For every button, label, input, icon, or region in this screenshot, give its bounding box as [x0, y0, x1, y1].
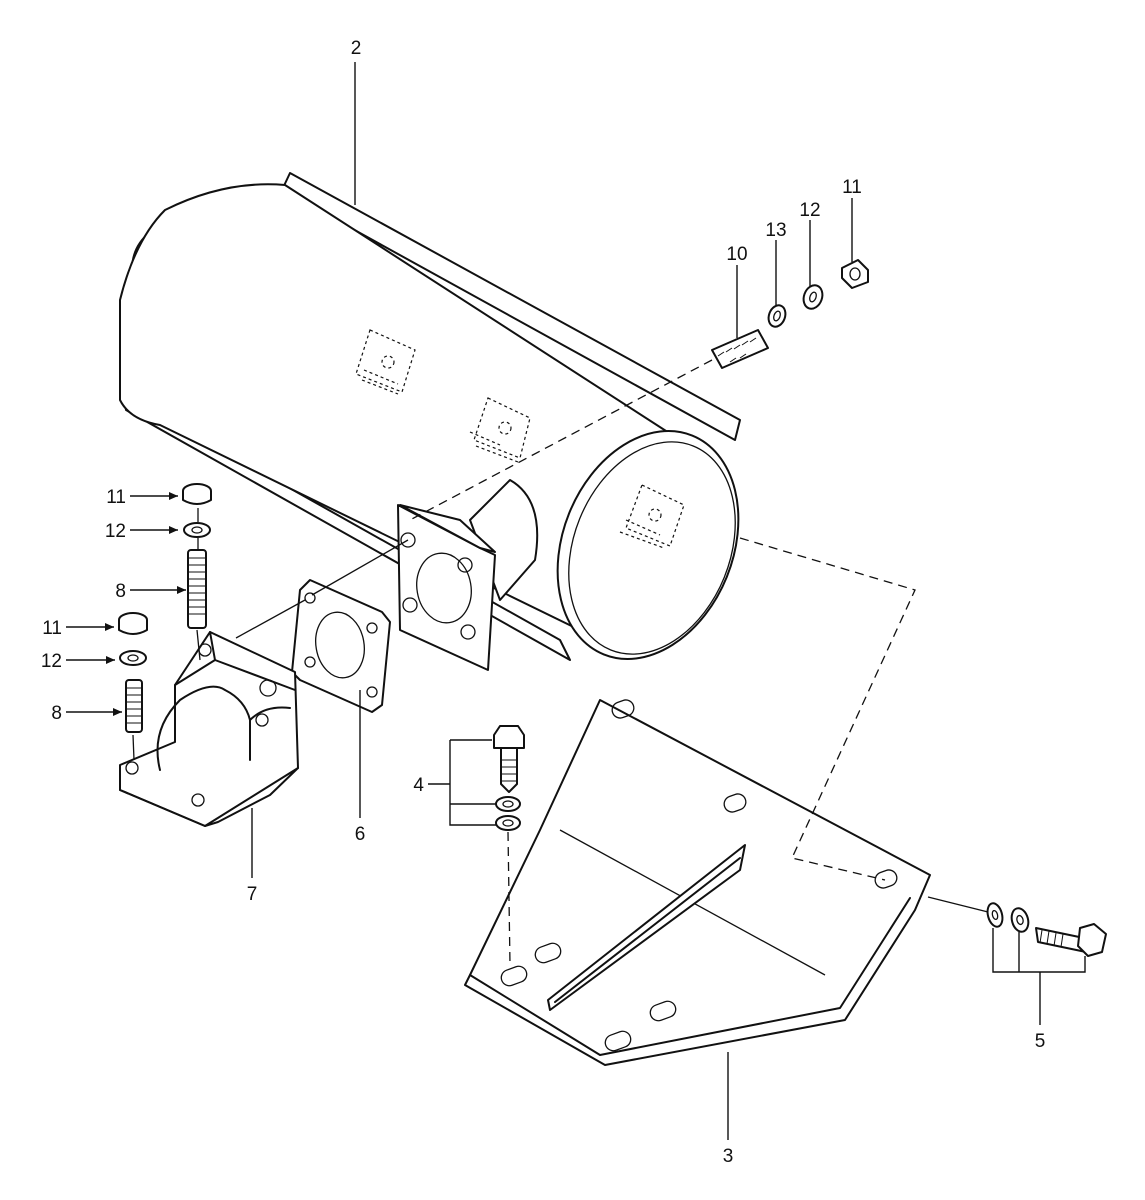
- callout-11-upper-left: 11: [106, 487, 126, 508]
- muffler-body: [119, 172, 741, 661]
- lock-washer-12-lower-left: [119, 650, 147, 666]
- hidden-bracket-3: [619, 484, 685, 549]
- callout-5: 5: [1035, 1031, 1046, 1052]
- callout-12-top: 12: [799, 200, 820, 221]
- washer-5b: [1010, 907, 1030, 933]
- callout-10: 10: [726, 244, 747, 265]
- nut-11-top: [841, 259, 869, 289]
- callout-labels: 2 10 13 12 11 11 12 8 11 12 8 4 6 7 5 3: [41, 38, 1045, 1167]
- callout-8-upper: 8: [115, 581, 126, 602]
- stud-8-lower: [125, 679, 143, 733]
- nut-11-upper-left: [182, 483, 212, 505]
- washer-4a: [495, 796, 521, 812]
- bolt-5: [1035, 923, 1107, 957]
- callout-11-top: 11: [842, 177, 862, 198]
- callout-2: 2: [351, 38, 362, 59]
- support-bracket: [464, 699, 931, 1066]
- exhaust-elbow: [119, 631, 299, 827]
- hidden-bracket-1: [355, 329, 416, 395]
- assembly-lines: [132, 359, 989, 966]
- hidden-bracket-2: [469, 397, 531, 463]
- stud-10: [711, 329, 769, 369]
- callout-12-upper-left: 12: [105, 521, 126, 542]
- washer-13: [767, 304, 787, 328]
- leader-lines: [66, 62, 1086, 1140]
- callout-13: 13: [765, 220, 786, 241]
- gasket: [291, 579, 391, 713]
- callout-4: 4: [413, 775, 424, 796]
- nut-11-lower-left: [118, 612, 148, 635]
- callout-11-lower-left: 11: [42, 618, 62, 639]
- washer-4b: [495, 815, 521, 831]
- bolt-4: [493, 725, 525, 793]
- washer-5a: [986, 902, 1004, 928]
- stud-8-upper: [187, 549, 207, 629]
- callout-12-lower-left: 12: [41, 651, 62, 672]
- muffler-inlet-flange: [397, 479, 539, 671]
- callout-6: 6: [355, 824, 366, 845]
- lock-washer-12-upper-left: [183, 522, 211, 538]
- callout-3: 3: [723, 1146, 734, 1167]
- callout-8-lower: 8: [51, 703, 62, 724]
- lock-washer-12-top: [802, 284, 824, 310]
- callout-7: 7: [247, 884, 258, 905]
